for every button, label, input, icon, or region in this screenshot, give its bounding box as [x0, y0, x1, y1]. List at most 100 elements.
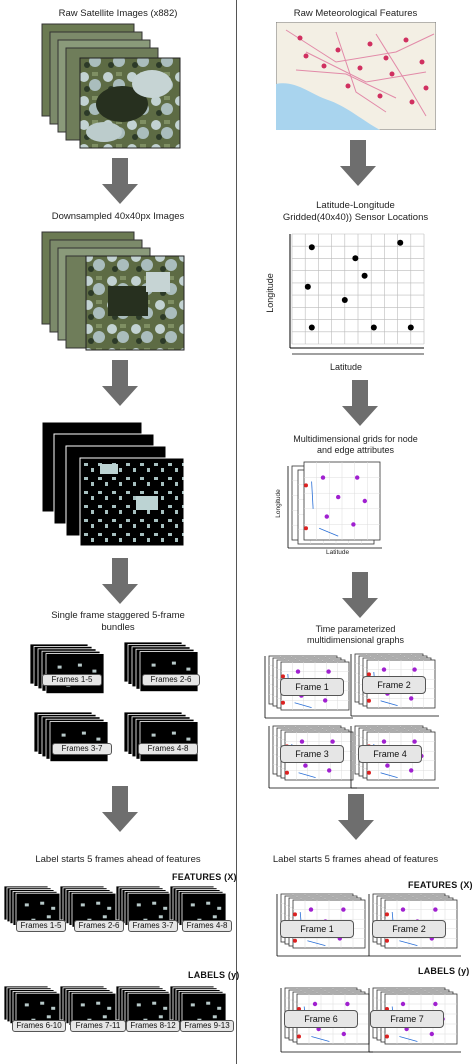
bundle-label-2: Frames 2-6 — [142, 674, 200, 686]
time-4-layer-node-red — [367, 770, 371, 775]
left-arrow-2 — [102, 360, 138, 406]
bundle-3-frame — [49, 721, 109, 762]
right-feature-1-layer-node — [341, 907, 346, 912]
right-label-2-layer-node — [429, 1031, 434, 1037]
grid-ylabel: Longitude — [264, 273, 275, 313]
left-features-tag: FEATURES (X) — [172, 872, 237, 882]
feature-2-speck — [102, 915, 107, 919]
time-2-layer-node — [409, 696, 414, 701]
time-3-layer-node — [330, 739, 335, 744]
label-4-speck — [206, 1001, 211, 1005]
sensor-node — [407, 324, 414, 331]
label-1-speck — [51, 1006, 56, 1010]
feature-4-speck — [212, 915, 217, 919]
time-3-layer-node — [303, 763, 308, 768]
time-frame-label-1: Frame 1 — [280, 678, 344, 696]
right-feature-2-layer-edge — [399, 940, 418, 946]
time-title-line1: Time parameterized — [315, 624, 396, 634]
time-frame-label-4: Frame 4 — [358, 745, 422, 763]
time-graph-stacks — [264, 653, 439, 789]
multi-front-node — [351, 522, 356, 527]
left-label-label-1: Frames 6-10 — [12, 1020, 66, 1032]
time-2-layer-node-red — [367, 698, 371, 703]
feature-3-speck — [163, 906, 168, 910]
bundle-label-4: Frames 4-8 — [138, 743, 198, 755]
left-feature-label-2: Frames 2-6 — [74, 920, 124, 932]
time-1-layer-node — [326, 669, 331, 674]
time-4-layer-node — [412, 739, 417, 744]
feature-4-speck — [206, 901, 211, 905]
right-label-1-layer-node — [341, 1031, 346, 1037]
right-arrow-3 — [342, 572, 378, 618]
right-feature-2-layer-node-red — [385, 912, 389, 917]
label-1-speck — [40, 1001, 45, 1005]
right-feature-label-2: Frame 2 — [372, 920, 446, 938]
multi-front-node — [320, 475, 326, 480]
right-feature-2-layer-node — [400, 907, 406, 912]
multi-front-node — [324, 514, 329, 519]
raw-met-title: Raw Meteorological Features — [293, 8, 418, 19]
feature-2-speck — [80, 903, 85, 907]
time-3-layer-node-red — [285, 770, 289, 775]
left-arrow-3 — [102, 558, 138, 604]
bundle-label-3: Frames 3-7 — [52, 743, 112, 755]
bundle-1-speck — [57, 665, 62, 669]
bundle-2-speck — [171, 661, 176, 665]
multi-front-edge — [311, 481, 314, 509]
label-4-speck — [217, 1006, 222, 1010]
right-label-2-layer-node — [400, 1001, 406, 1007]
sensor-node — [397, 239, 404, 246]
time-4-layer-node — [385, 763, 390, 768]
right-label-1-layer-edge — [311, 1036, 330, 1042]
left-feature-label-4: Frames 4-8 — [182, 920, 232, 932]
met-map — [276, 22, 436, 130]
sensor-node — [308, 324, 315, 331]
time-frame-label-2: Frame 2 — [362, 676, 426, 694]
sensor-node — [361, 272, 368, 279]
right-feature-2-layer-node — [433, 907, 438, 912]
bundle-1-speck — [77, 663, 82, 667]
time-3-layer-edge — [298, 772, 316, 778]
right-feature-1-layer-edge — [307, 940, 326, 946]
left-label-title: Label starts 5 frames ahead of features — [35, 854, 201, 865]
sensor-node — [341, 297, 348, 303]
multi-xlabel: Latitude — [326, 549, 350, 556]
feature-1-speck — [51, 906, 56, 910]
bundle-3-speck — [81, 731, 86, 735]
label-3-speck — [163, 1006, 168, 1010]
right-arrow-4 — [338, 794, 374, 840]
right-features-tag: FEATURES (X) — [408, 880, 473, 890]
right-label-2-layer-edge — [399, 1036, 418, 1042]
right-feature-1-layer-node — [308, 907, 314, 912]
multi-front-node — [336, 494, 341, 500]
right-feature-1-layer-node-red — [293, 938, 297, 943]
right-arrow-1 — [340, 140, 376, 186]
left-arrow-4 — [102, 786, 138, 832]
bundle-stacks — [29, 641, 199, 762]
bundle-3-speck — [61, 733, 66, 737]
bundle-title-line2: bundles — [101, 622, 135, 633]
right-label-1-layer-node — [345, 1001, 350, 1007]
left-label-label-4: Frames 9-13 — [180, 1020, 234, 1032]
left-arrow-1 — [102, 158, 138, 204]
sensor-grid — [289, 233, 425, 355]
label-2-speck — [107, 1006, 112, 1010]
left-labels-tag: LABELS (y) — [188, 970, 240, 980]
sensor-node — [308, 244, 315, 251]
right-label-title: Label starts 5 frames ahead of features — [272, 854, 439, 865]
bundle-1-frame — [45, 653, 105, 695]
sensor-node — [370, 324, 377, 331]
label-4-speck — [212, 1015, 217, 1019]
right-label-2-layer-node-red — [385, 1034, 389, 1039]
label-3-speck — [152, 1001, 157, 1005]
bundle-title-line1: Single frame staggered 5-frame — [51, 610, 185, 621]
bundle-2-speck — [151, 663, 156, 667]
left-label-label-3: Frames 8-12 — [126, 1020, 180, 1032]
label-1-speck — [46, 1015, 51, 1019]
time-1-layer-node — [323, 698, 328, 703]
sensor-node — [304, 283, 311, 290]
feature-1-speck — [40, 901, 45, 905]
label-4-speck — [190, 1003, 195, 1007]
left-label-stacks — [3, 985, 227, 1028]
label-2-speck — [80, 1003, 85, 1007]
